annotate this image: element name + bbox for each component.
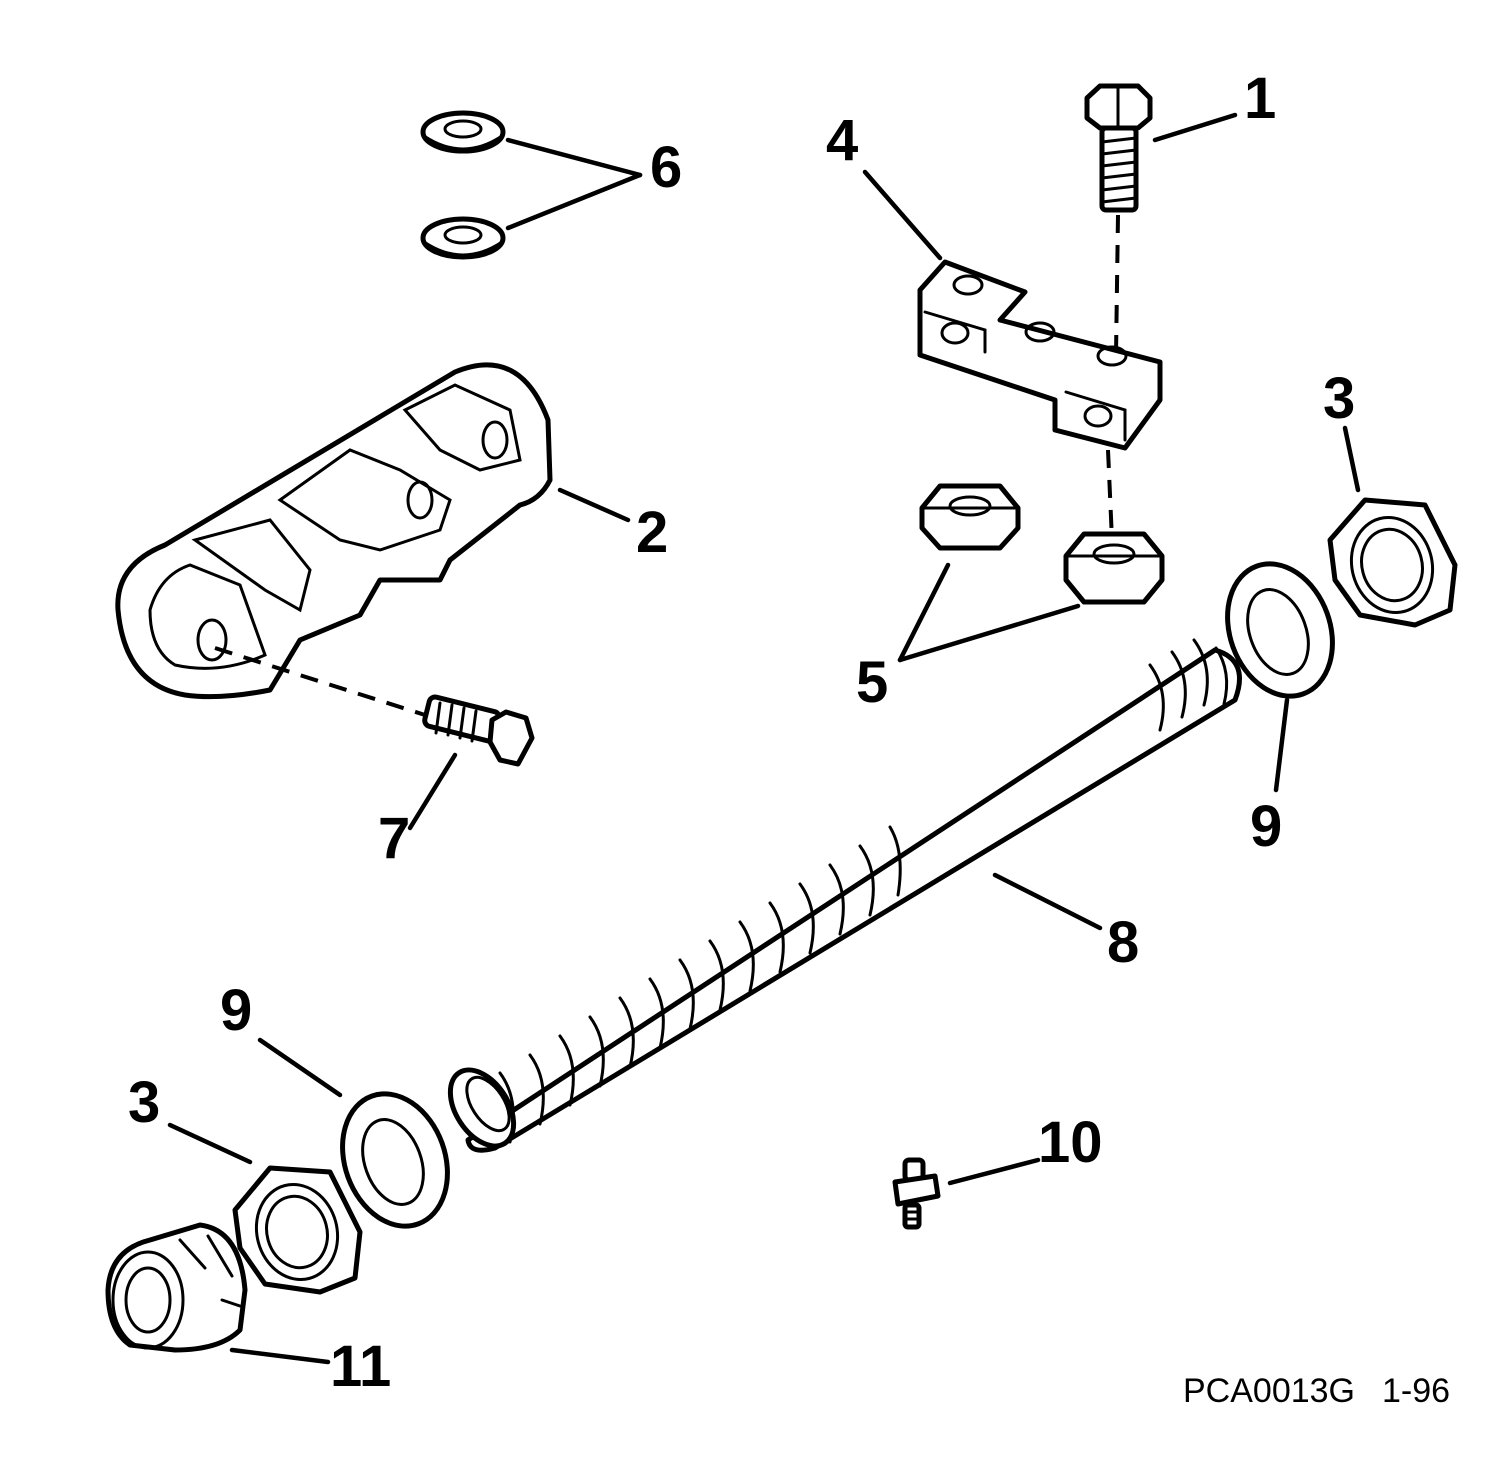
hex-nut-icon [232, 1165, 363, 1295]
washer-icon [340, 1091, 450, 1229]
drawing-code: PCA0013G [1183, 1372, 1355, 1410]
callout-8: 8 [1107, 910, 1139, 975]
callout-5: 5 [856, 650, 888, 715]
hex-bolt-icon [1084, 83, 1153, 213]
callout-3: 3 [128, 1070, 160, 1135]
hex-nut-icon [1063, 531, 1165, 605]
callout-2: 2 [636, 500, 668, 565]
casting-part [115, 362, 553, 700]
callout-9: 9 [220, 978, 252, 1043]
fitting-icon [892, 1157, 941, 1230]
callout-11: 11 [330, 1334, 391, 1399]
callout-6: 6 [650, 135, 682, 200]
washer-icon [420, 110, 506, 154]
threaded-rod-icon [447, 638, 1242, 1153]
bracket-part [917, 259, 1163, 451]
hex-nut-icon [919, 483, 1021, 551]
callout-10: 10 [1038, 1110, 1103, 1175]
revision-code: 1-96 [1382, 1372, 1450, 1410]
hex-bolt-icon [422, 694, 535, 767]
washer-icon [420, 216, 506, 260]
callout-1: 1 [1244, 66, 1276, 131]
cap-nut-icon [105, 1222, 248, 1353]
washer-icon [1225, 561, 1335, 699]
hex-nut-icon [1327, 497, 1458, 628]
leader-lines [167, 112, 1361, 1365]
callout-7: 7 [378, 806, 410, 871]
callout-3: 3 [1323, 366, 1355, 431]
callout-4: 4 [826, 108, 858, 173]
callout-9: 9 [1250, 794, 1282, 859]
